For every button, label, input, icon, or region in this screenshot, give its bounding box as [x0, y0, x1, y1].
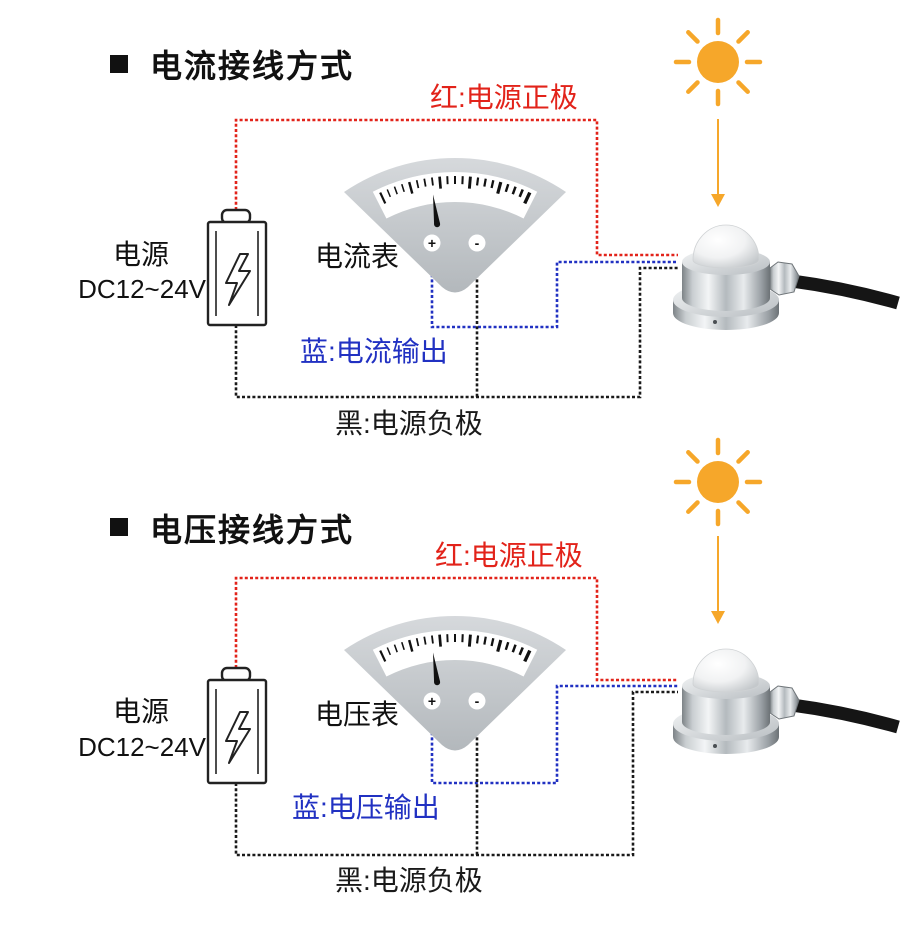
- power-voltage-label: DC12~24V: [78, 274, 207, 304]
- power-voltage-label: DC12~24V: [78, 732, 207, 762]
- signal-wire-label: 蓝:电压输出: [292, 792, 440, 823]
- power-supply-label: 电源: [113, 239, 169, 270]
- power-supply-label: 电源: [113, 696, 169, 727]
- negative-wire-label: 黑:电源负极: [335, 865, 483, 896]
- meter-icon: [342, 156, 568, 295]
- battery-icon: [206, 666, 268, 785]
- signal-wire-label: 蓝:电流输出: [300, 336, 448, 367]
- positive-wire: [234, 118, 678, 257]
- voltage-wiring-section: 电压接线方式 红:电源正极 + - 电源 DC12~24V 电压表 蓝:电压输出…: [78, 440, 898, 896]
- section-bullet: [110, 55, 128, 73]
- current-wiring-section: 电流接线方式 红:电源正极 + - 电源 DC12~24V 电流表 蓝:电流输出…: [78, 20, 898, 439]
- light-arrow-icon: [710, 118, 726, 208]
- section-title: 电压接线方式: [150, 512, 354, 548]
- meter-minus-label: -: [475, 235, 480, 251]
- sun-icon: [676, 20, 760, 104]
- battery-icon: [206, 208, 268, 327]
- positive-wire-label: 红:电源正极: [430, 82, 578, 113]
- negative-wire: [234, 690, 678, 857]
- sun-icon: [676, 440, 760, 524]
- light-arrow-icon: [710, 535, 726, 625]
- positive-wire: [234, 576, 678, 682]
- meter-icon: [342, 614, 568, 753]
- section-bullet: [110, 518, 128, 536]
- signal-wire: [430, 243, 678, 329]
- negative-wire: [234, 266, 678, 399]
- positive-wire-label: 红:电源正极: [435, 540, 583, 571]
- meter-minus-label: -: [475, 693, 480, 709]
- sensor-icon: [673, 649, 898, 754]
- meter-plus-label: +: [428, 693, 436, 709]
- meter-label: 电压表: [315, 699, 399, 730]
- sensor-icon: [673, 225, 898, 330]
- negative-wire-label: 黑:电源负极: [335, 408, 483, 439]
- meter-plus-label: +: [428, 235, 436, 251]
- meter-label: 电流表: [315, 241, 399, 272]
- signal-wire: [430, 684, 678, 785]
- section-title: 电流接线方式: [150, 48, 354, 84]
